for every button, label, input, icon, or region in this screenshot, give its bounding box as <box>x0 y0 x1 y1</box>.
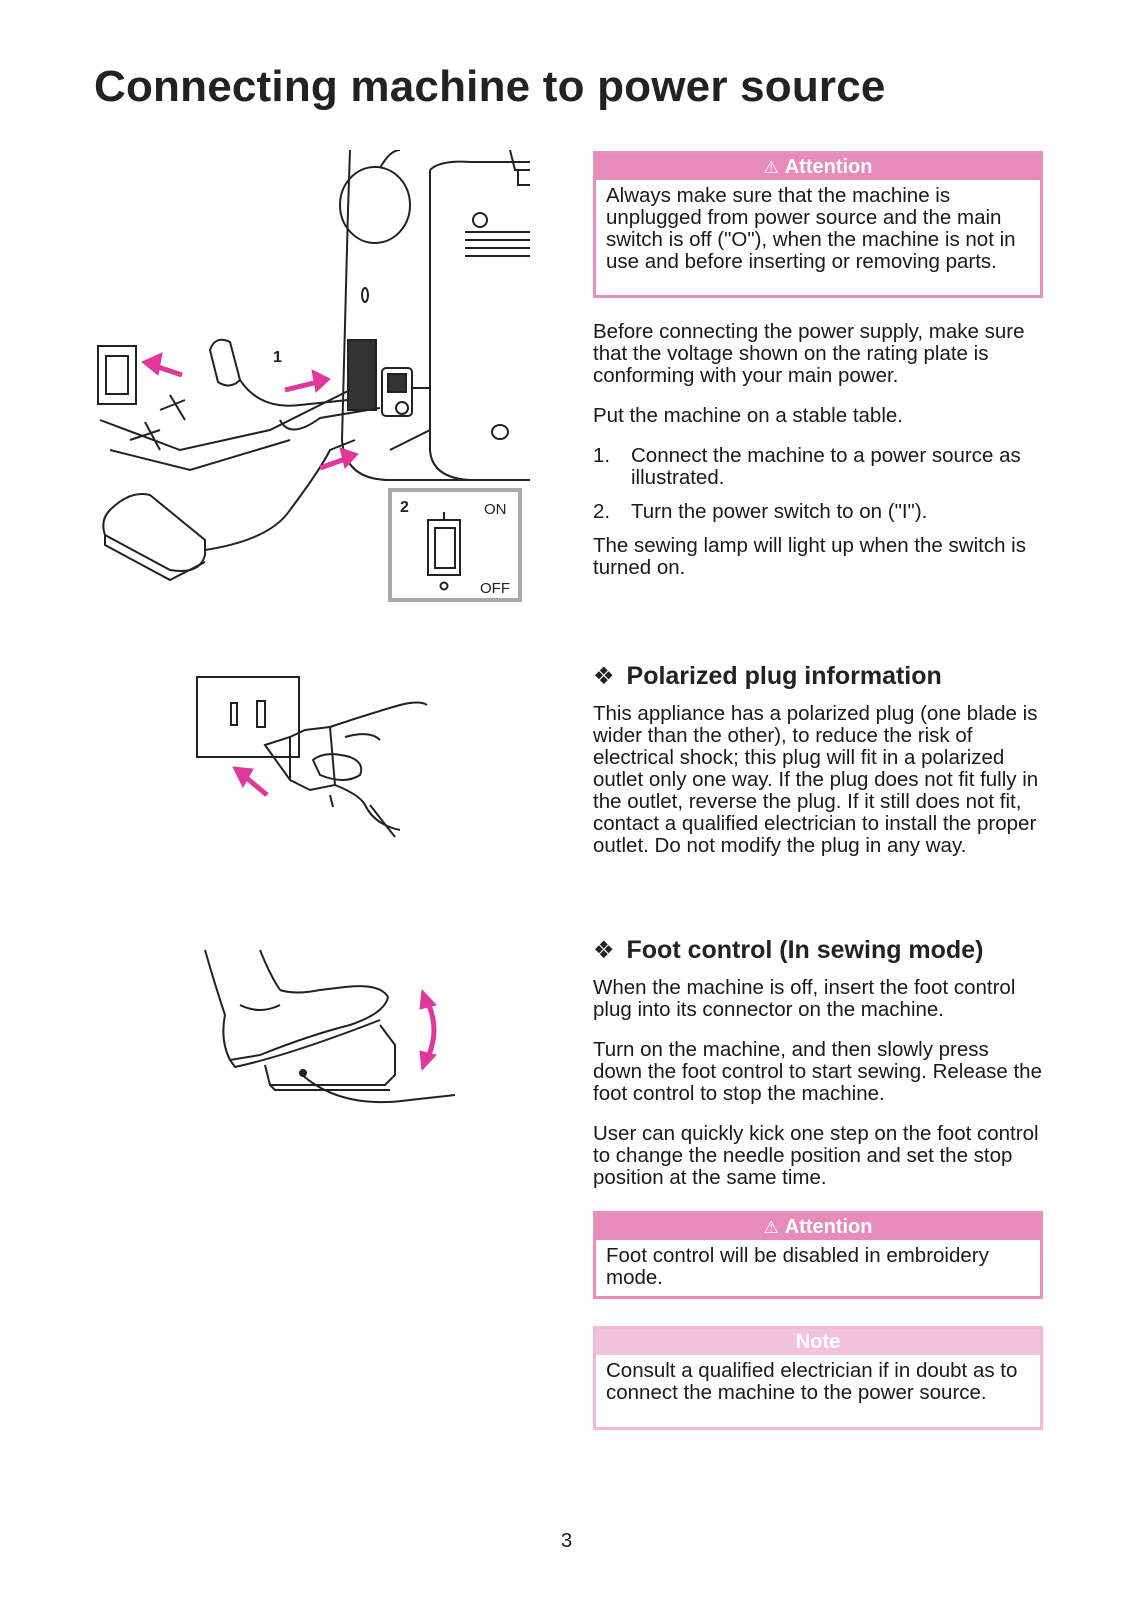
warning-icon: ⚠ <box>763 158 779 177</box>
polarized-section: This appliance has a polarized plug (one… <box>593 703 1043 875</box>
attention-text: Always make sure that the machine is unp… <box>606 184 1016 273</box>
illustration-label-2: 2 <box>400 499 409 516</box>
foot-control-heading: ❖Foot control (In sewing mode) <box>593 936 984 964</box>
attention-text: Foot control will be disabled in embroid… <box>606 1244 989 1289</box>
foot-para-3: User can quickly kick one step on the fo… <box>593 1122 1039 1189</box>
attention-header: ⚠ Attention <box>596 1214 1040 1240</box>
polarized-text: This appliance has a polarized plug (one… <box>593 702 1039 857</box>
foot-control-section: When the machine is off, insert the foot… <box>593 977 1043 1207</box>
power-connection-illustration: 1 2 ON OFF <box>97 150 530 602</box>
foot-control-illustration <box>204 949 456 1104</box>
foot-para-1: When the machine is off, insert the foot… <box>593 976 1016 1021</box>
steps-list: 1.Connect the machine to a power source … <box>593 445 1043 523</box>
pink-arrows <box>141 352 359 471</box>
note-header: Note <box>596 1329 1040 1355</box>
attention-label: Attention <box>784 156 873 178</box>
illustration-label-1: 1 <box>273 349 282 366</box>
step-item: 2.Turn the power switch to on ("I"). <box>593 500 928 523</box>
power-instructions: Before connecting the power supply, make… <box>593 321 1043 597</box>
page-title: Connecting machine to power source <box>94 62 886 111</box>
polarized-plug-illustration <box>196 676 428 838</box>
step-item: 1.Connect the machine to a power source … <box>593 444 1021 489</box>
lamp-text: The sewing lamp will light up when the s… <box>593 534 1026 579</box>
intro-voltage: Before connecting the power supply, make… <box>593 320 1025 387</box>
foot-para-2: Turn on the machine, and then slowly pre… <box>593 1038 1042 1105</box>
switch-on-label: ON <box>484 501 507 518</box>
warning-icon: ⚠ <box>763 1218 779 1237</box>
intro-table: Put the machine on a stable table. <box>593 404 903 427</box>
attention-header: ⚠ Attention <box>596 154 1040 180</box>
attention-box-power: ⚠ Attention Always make sure that the mac… <box>593 151 1043 298</box>
switch-off-label: OFF <box>480 580 510 597</box>
page-number: 3 <box>560 1530 573 1552</box>
attention-label: Attention <box>784 1216 873 1238</box>
diamond-bullet-icon: ❖ <box>593 663 615 690</box>
polarized-heading: ❖Polarized plug information <box>593 662 942 690</box>
attention-box-embroidery: ⚠ Attention Foot control will be disabled… <box>593 1211 1043 1299</box>
note-box: Note Consult a qualified electrician if … <box>593 1326 1043 1430</box>
note-text: Consult a qualified electrician if in do… <box>606 1359 1018 1404</box>
diamond-bullet-icon: ❖ <box>593 937 615 964</box>
